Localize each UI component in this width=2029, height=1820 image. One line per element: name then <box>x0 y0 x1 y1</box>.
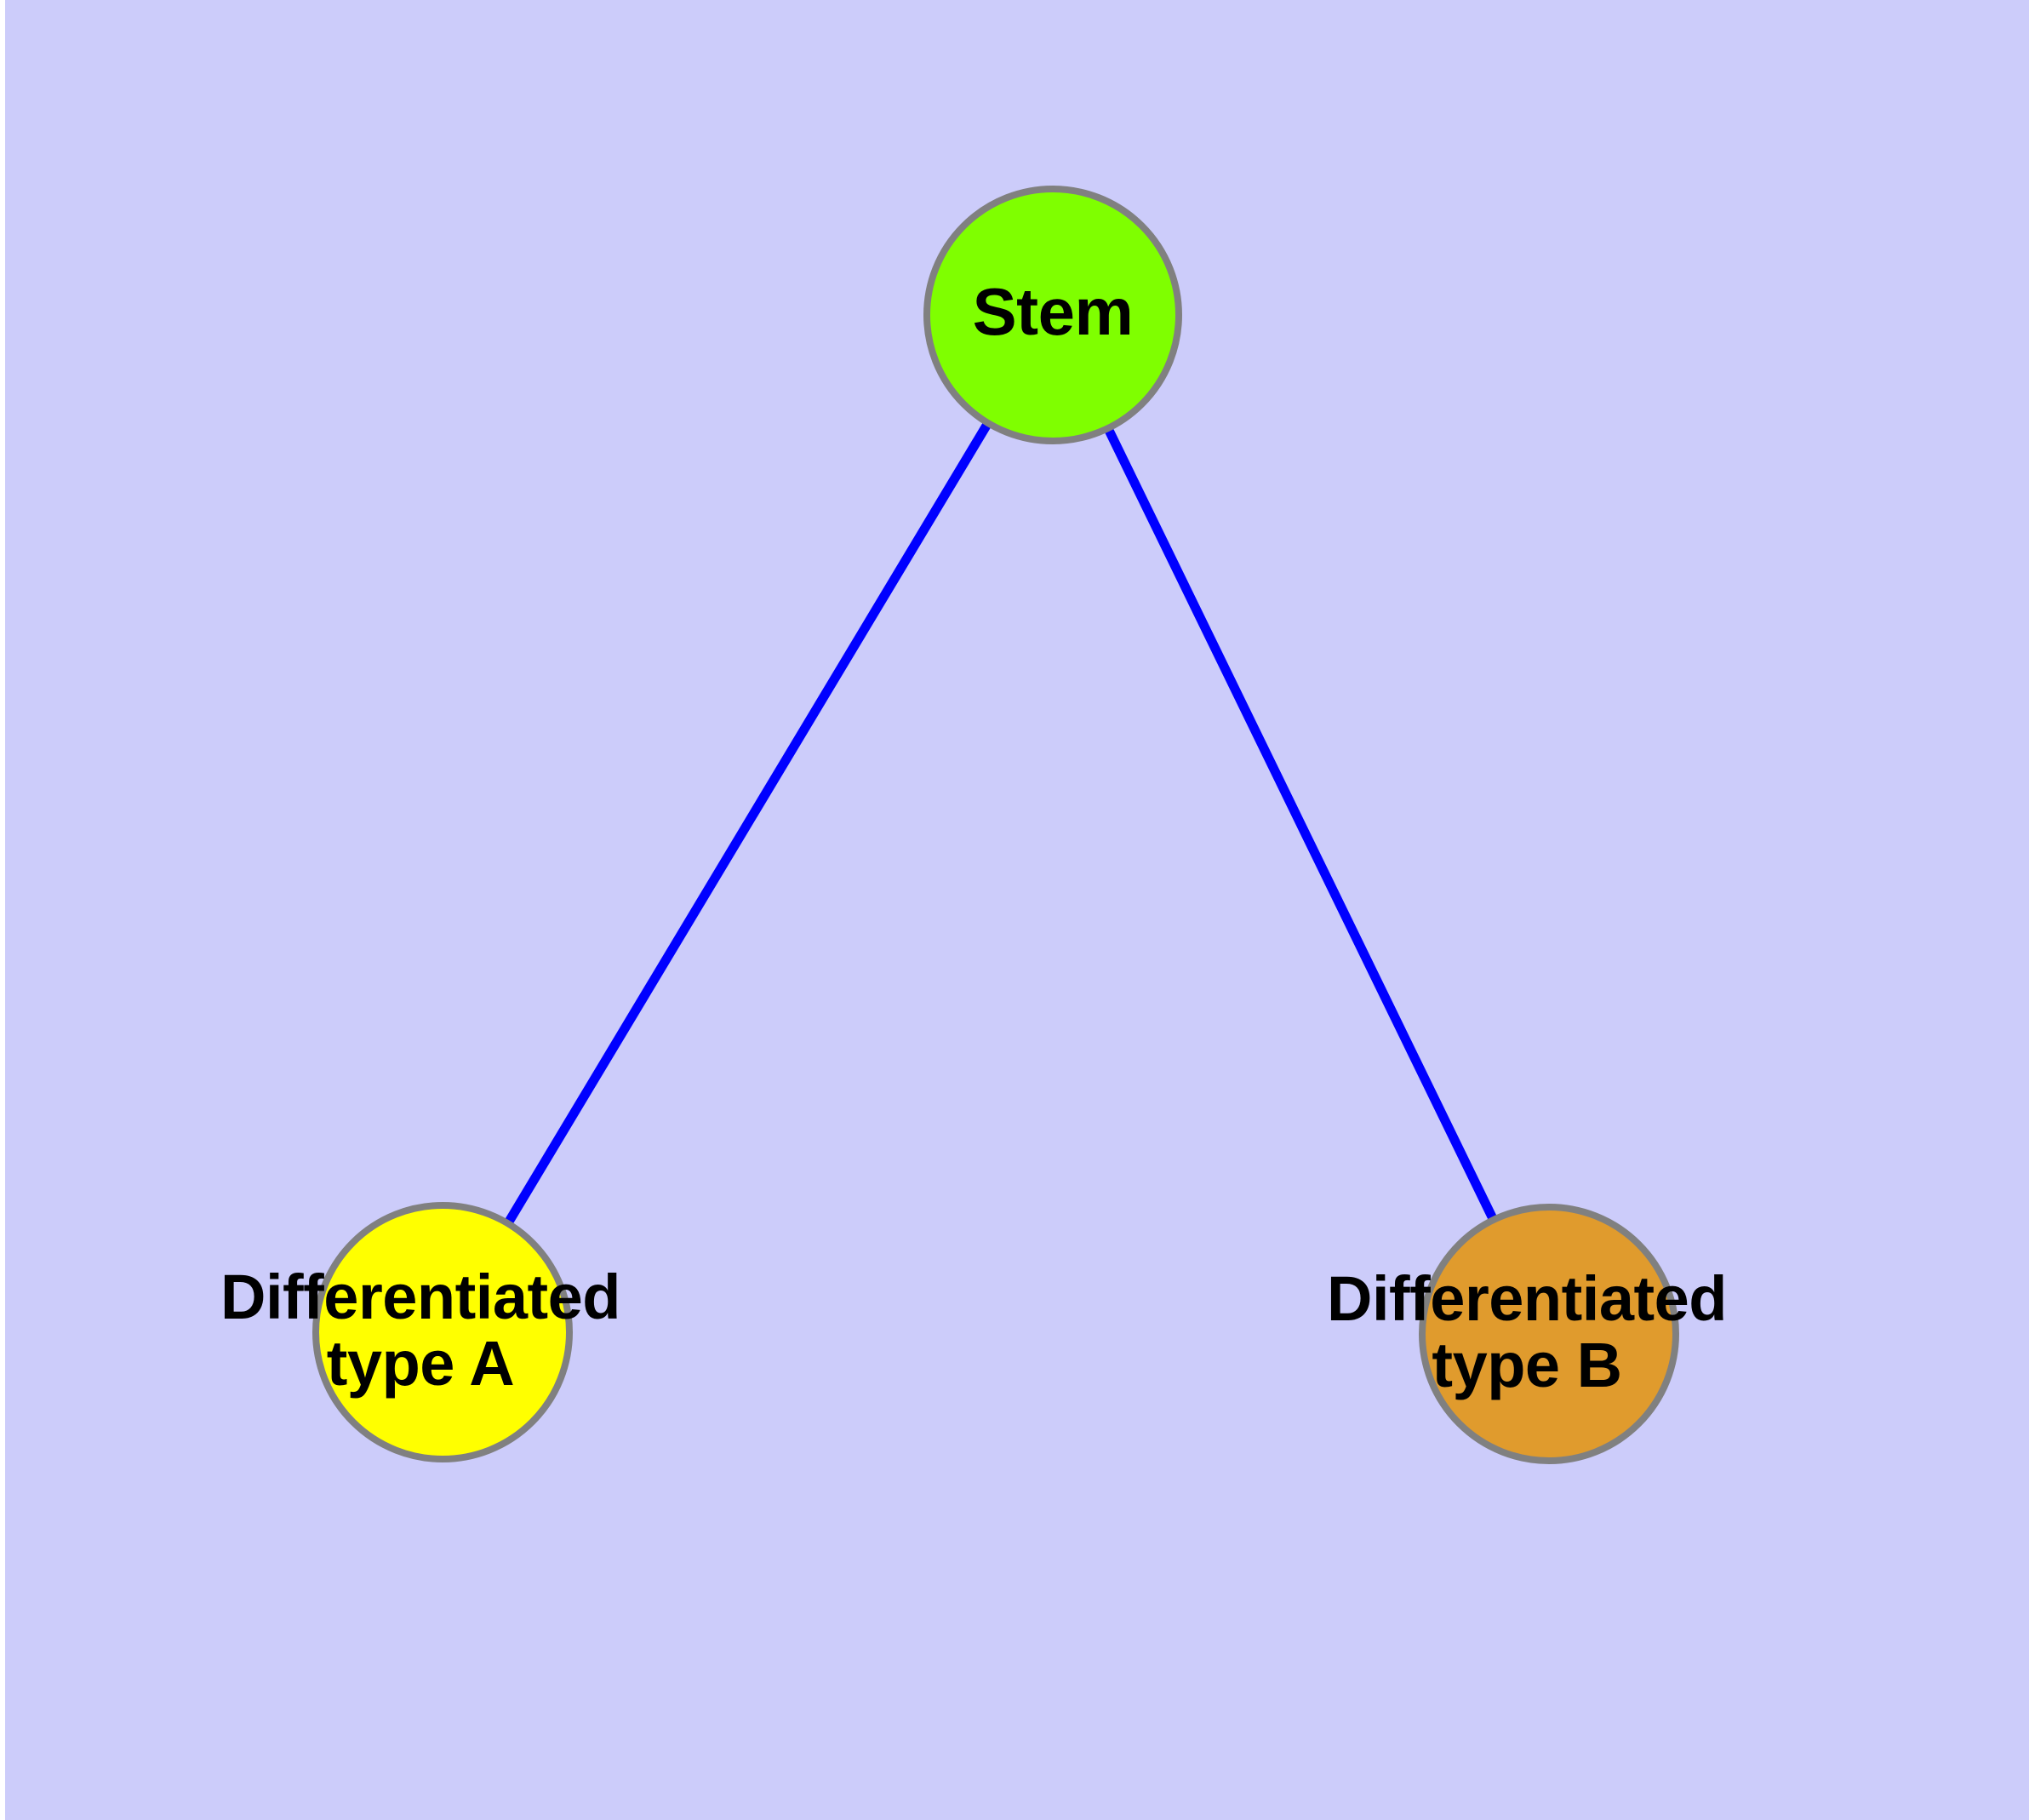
graph-node-stem[interactable] <box>923 186 1182 444</box>
graph-node-diff-b[interactable] <box>1419 1204 1679 1464</box>
graph-node-diff-a[interactable] <box>312 1202 573 1462</box>
node-layer <box>312 186 1679 1464</box>
graph-edge-stem-to-b[interactable] <box>1048 310 1554 1339</box>
edge-layer <box>437 310 1554 1339</box>
graph-edge-stem-to-a[interactable] <box>437 310 1058 1337</box>
